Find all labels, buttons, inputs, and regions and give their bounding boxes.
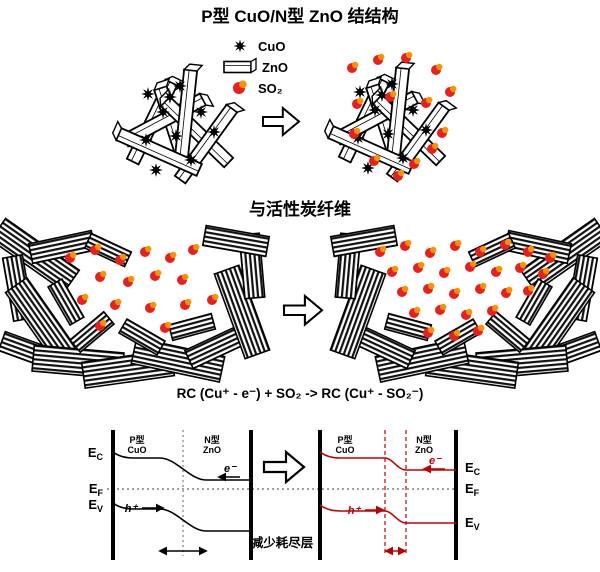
section-title-acf: 与活性炭纤维 — [249, 199, 351, 219]
hole-label: h⁺ — [125, 503, 139, 515]
band-level-labels-right: EC EF EV — [465, 460, 481, 532]
label-ec-right: EC — [465, 460, 481, 477]
legend-label-so2: SO₂ — [258, 81, 283, 96]
cuo-particle — [139, 133, 153, 147]
carbon-fiber-before — [0, 217, 271, 389]
electron-label: e⁻ — [224, 463, 237, 475]
reaction-equation: RC (Cu⁺ - e⁻) + SO₂ -> RC (Cu⁺ - SO₂⁻) — [177, 386, 424, 401]
carbon-fiber-after — [329, 217, 600, 389]
so2-molecule — [437, 126, 449, 138]
legend: CuO ZnO SO₂ — [223, 39, 288, 96]
so2-molecule — [347, 61, 359, 73]
svg-text:CuO: CuO — [128, 445, 147, 455]
band-level-labels-left: EC EF EV — [88, 445, 104, 514]
svg-text:ZnO: ZnO — [203, 445, 221, 455]
label-ec-left: EC — [88, 445, 104, 462]
so2-molecule — [401, 51, 413, 63]
svg-text:ZnO: ZnO — [415, 445, 433, 455]
nanorod-cluster-after — [321, 51, 458, 185]
right-arrow-icon — [262, 107, 300, 136]
so2-molecule — [373, 53, 385, 65]
cuo-particle — [141, 87, 155, 101]
carbon-ribbon — [329, 224, 399, 258]
region-label-p: P型 — [129, 434, 144, 445]
legend-label-cuo: CuO — [258, 39, 285, 54]
cuo-star-icon — [233, 39, 247, 53]
so2-molecule — [431, 63, 443, 75]
band-diagram-before: P型 CuO N型 ZnO e⁻ h⁺ — [111, 430, 253, 560]
conduction-band-curve — [319, 451, 456, 471]
region-label-n: N型 — [204, 434, 220, 445]
cuo-particle — [149, 163, 163, 177]
cuo-particle — [396, 151, 410, 165]
hole-label: h⁺ — [348, 505, 362, 517]
label-ef-left: EF — [89, 481, 104, 498]
carbon-ribbon — [167, 312, 217, 342]
cuo-particle — [169, 129, 183, 143]
conduction-band-curve — [112, 451, 251, 481]
depletion-caption: 减少耗尽层 — [251, 535, 314, 550]
nanorod-cluster-before — [109, 62, 246, 187]
so2-molecule — [352, 97, 364, 109]
so2-molecule — [445, 85, 457, 97]
zno-rod-icon — [223, 57, 257, 74]
svg-text:CuO: CuO — [336, 445, 355, 455]
so2-molecule-icon — [233, 80, 247, 94]
legend-label-zno: ZnO — [262, 60, 288, 75]
region-label-p: P型 — [337, 434, 352, 445]
cuo-particle — [381, 127, 395, 141]
label-ev-right: EV — [465, 515, 480, 532]
electron-label: e⁻ — [429, 455, 442, 467]
cuo-particle — [184, 153, 198, 167]
right-arrow-icon — [282, 294, 324, 326]
cuo-particle — [353, 85, 367, 99]
right-arrow-icon — [262, 450, 306, 484]
valence-band-curve — [319, 504, 456, 524]
band-diagram-after: P型 CuO N型 ZnO e⁻ h⁺ — [318, 430, 458, 560]
section-title-junction: P型 CuO/N型 ZnO 结结构 — [201, 6, 398, 26]
carbon-ribbon — [383, 312, 433, 342]
label-ef-right: EF — [465, 481, 480, 498]
region-label-n: N型 — [416, 434, 432, 445]
label-ev-left: EV — [88, 497, 103, 514]
carbon-ribbon — [201, 224, 271, 258]
